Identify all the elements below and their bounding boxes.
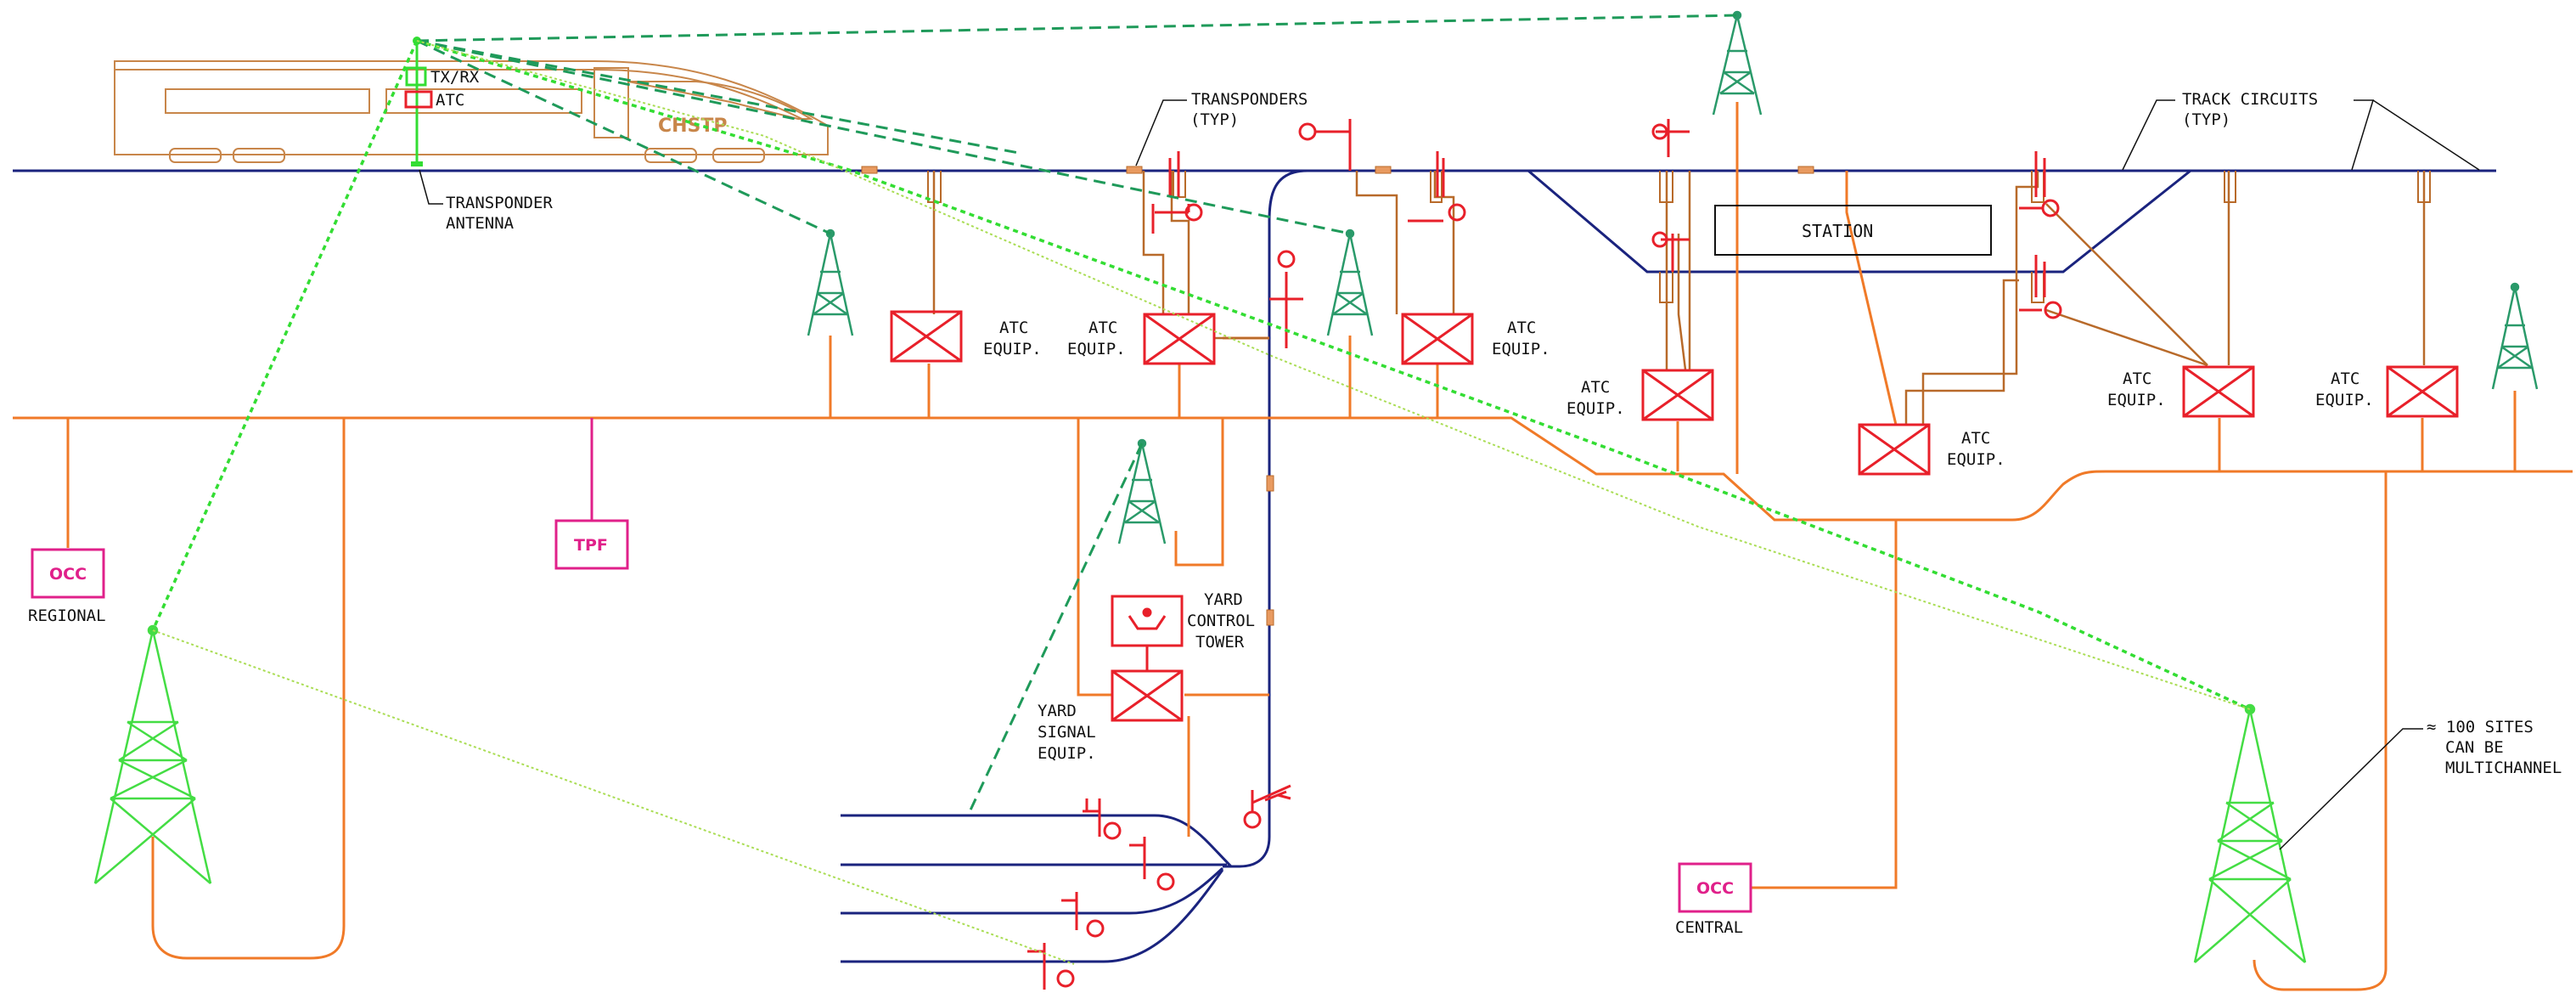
- radio-links-bright: [151, 39, 2251, 711]
- radio-towers-small: [807, 10, 2539, 544]
- yard-control-tower-box: [1111, 595, 1184, 671]
- radio-tower-sites-icon: [2193, 703, 2307, 963]
- atc-equip-box: [1858, 423, 1931, 476]
- occ-regional-label: REGIONAL: [28, 607, 106, 625]
- tpf: TPF: [554, 519, 629, 570]
- atc-label: ATC: [2123, 370, 2151, 388]
- atc-equip-labels: ATC EQUIP. ATC EQUIP. ATC EQUIP. ATC EQU…: [983, 319, 2374, 469]
- transponder-antenna-label: TRANSPONDER: [446, 194, 553, 212]
- radio-tower-icon: [1712, 10, 1763, 116]
- transponders: [861, 166, 1814, 626]
- atc-equip-box: [1143, 313, 1216, 365]
- yard-signal-equip-label-1: YARD: [1038, 702, 1077, 720]
- tx-rx-label: TX/RX: [430, 68, 480, 87]
- atc-equip-box: [2386, 365, 2459, 418]
- station: STATION: [1714, 205, 1992, 256]
- onboard-atc-label: ATC: [436, 91, 464, 110]
- radio-tower-icon: [2491, 282, 2539, 390]
- atc-label: ATC: [1507, 319, 1536, 337]
- station-label: STATION: [1802, 221, 1873, 241]
- occ-regional: OCC REGIONAL: [28, 548, 106, 625]
- atc-equip-box: [1641, 369, 1714, 421]
- annotations: TRANSPONDER ANTENNA TRANSPONDERS (TYP) T…: [419, 90, 2562, 850]
- transponders-typ-label: (TYP): [1190, 110, 1239, 129]
- tx-rx-unit: [405, 66, 427, 87]
- radio-tower-icon: [1326, 229, 1374, 336]
- sites-note-label-3: MULTICHANNEL: [2445, 759, 2562, 777]
- radio-tower-icon: [807, 229, 854, 336]
- equip-label: EQUIP.: [2315, 391, 2374, 409]
- yard-signal-equip-box: [1111, 669, 1184, 722]
- wayside-wiring: [932, 171, 2426, 425]
- yard-signal-equip-label-3: EQUIP.: [1038, 744, 1096, 763]
- transponder-antenna: [411, 161, 423, 166]
- wayside-signals: [1027, 119, 2062, 990]
- radio-links-faint: [152, 40, 2251, 965]
- yard-control-tower-label-2: CONTROL: [1187, 612, 1255, 630]
- transponders-label: TRANSPONDERS: [1191, 90, 1308, 109]
- atc-label: ATC: [1961, 429, 1990, 448]
- tpf-label: TPF: [574, 536, 608, 555]
- equip-label: EQUIP.: [1566, 399, 1625, 418]
- atc-label: ATC: [999, 319, 1028, 337]
- track-circuits-label: TRACK CIRCUITS: [2182, 90, 2318, 109]
- radio-links-dark: [416, 14, 1738, 816]
- atc-label: ATC: [1088, 319, 1117, 337]
- equip-label: EQUIP.: [1492, 340, 1550, 358]
- yard-signal-equip-label-2: SIGNAL: [1038, 723, 1096, 742]
- radio-tower-regional-icon: [93, 624, 212, 884]
- equip-label: EQUIP.: [1067, 340, 1126, 358]
- main-track: [13, 169, 2496, 868]
- yard-tracks: [841, 814, 1233, 963]
- equip-label: EQUIP.: [1947, 450, 2005, 469]
- track-circuits-typ-label: (TYP): [2182, 110, 2230, 129]
- fiber-backbone: [13, 102, 2573, 991]
- transponder-antenna-label-2: ANTENNA: [446, 214, 515, 233]
- occ-central-label: CENTRAL: [1675, 918, 1743, 937]
- occ-central-box-label: OCC: [1696, 879, 1734, 898]
- radio-tower-icon: [1117, 438, 1167, 544]
- atc-equipment-boxes: [890, 310, 2459, 722]
- equip-label: EQUIP.: [2107, 391, 2166, 409]
- yard-control-tower-label-1: YARD: [1204, 590, 1243, 609]
- occ-central: OCC CENTRAL: [1675, 862, 1752, 937]
- sites-note-label-2: CAN BE: [2445, 738, 2504, 757]
- yard-control-tower-label-3: TOWER: [1195, 633, 1245, 652]
- atc-equip-box: [2182, 365, 2255, 418]
- equip-label: EQUIP.: [983, 340, 1042, 358]
- atc-equip-box: [890, 310, 963, 363]
- atc-label: ATC: [1581, 378, 1610, 397]
- atc-label: ATC: [2331, 370, 2359, 388]
- sites-note-label-1: ≈ 100 SITES: [2427, 718, 2534, 736]
- train-brand-label: CHSTP: [658, 116, 728, 137]
- onboard-radio: TX/RX ATC: [404, 37, 480, 166]
- radio-towers-large: [93, 624, 2307, 963]
- onboard-atc-unit: [404, 90, 433, 109]
- atc-equip-box: [1401, 313, 1474, 365]
- occ-regional-box-label: OCC: [49, 565, 87, 584]
